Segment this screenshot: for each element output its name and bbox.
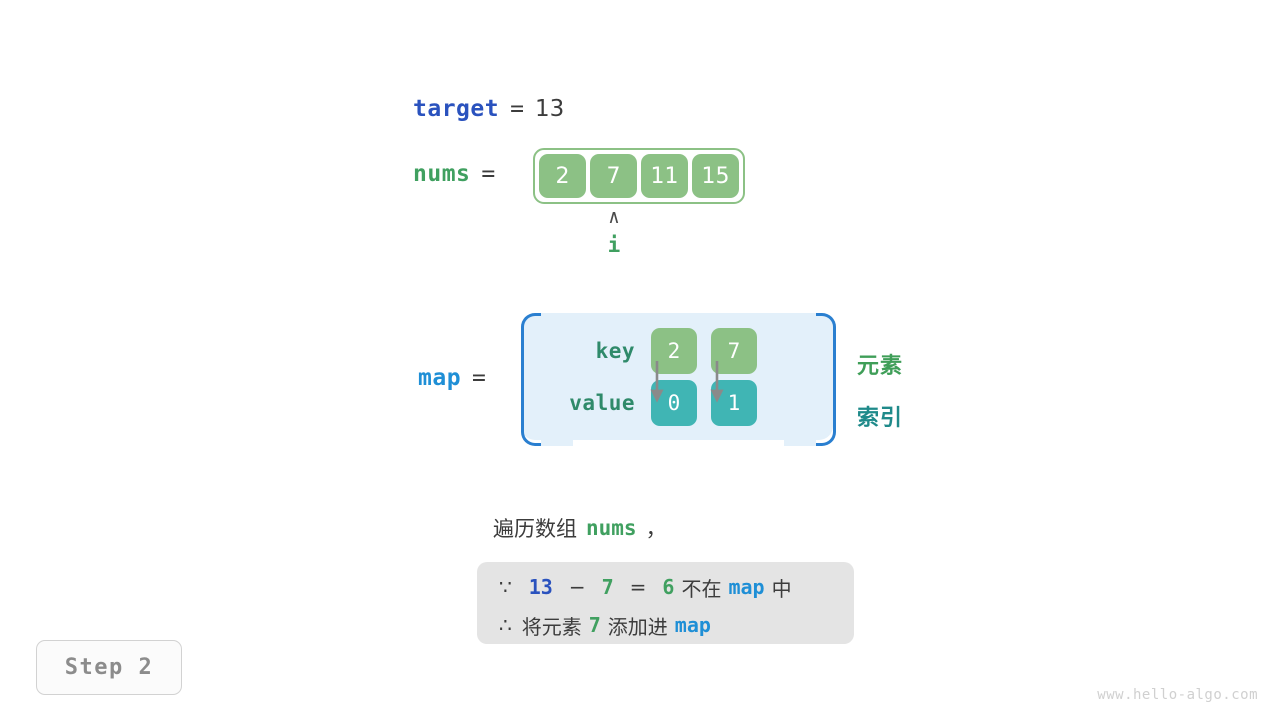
- nums-variable-label: nums: [413, 161, 471, 187]
- caret-up-icon: ∧: [608, 206, 620, 228]
- caption-code: nums: [586, 516, 637, 540]
- nums-assignment-row: nums =: [413, 158, 506, 190]
- explain-not-in-text: 不在: [681, 576, 722, 601]
- watermark: www.hello-algo.com: [1097, 687, 1258, 703]
- map-key-cells: 2 7: [651, 328, 757, 374]
- map-key-row: key 2 7: [521, 325, 833, 377]
- map-key-cell: 7: [711, 328, 757, 374]
- map-value-label: value: [569, 391, 635, 415]
- explain-add-lead-text: 将元素: [521, 614, 582, 639]
- target-equals-sign: =: [510, 96, 524, 122]
- because-symbol: ∵: [499, 575, 512, 599]
- map-rows: key 2 7 value 0 1: [521, 313, 833, 440]
- nums-array-wrapper: 2 7 11 15: [533, 148, 745, 204]
- explanation-box: ∵ 13 − 7 = 6 不在 map 中 ∴ 将元素 7 添加进 map: [477, 562, 854, 644]
- nums-array-container: 2 7 11 15: [533, 148, 745, 204]
- target-assignment-row: target = 13: [413, 92, 564, 126]
- explain-target-value: 13: [528, 575, 553, 599]
- explain-current-element: 7: [601, 575, 614, 599]
- map-assignment-row: map =: [418, 362, 497, 394]
- legend-element-label: 元素: [857, 354, 904, 379]
- target-variable-label: target: [413, 96, 500, 122]
- map-key-label: key: [595, 339, 635, 363]
- legend-index-label: 索引: [857, 406, 904, 431]
- step-badge-label: Step 2: [64, 655, 154, 680]
- caption-suffix: ，: [645, 517, 667, 541]
- nums-equals-sign: =: [481, 161, 496, 187]
- explain-minus-sign: −: [568, 575, 586, 599]
- map-legend: 元素 索引: [857, 338, 967, 442]
- caption-prefix: 遍历数组: [493, 517, 577, 541]
- map-variable-label: map: [418, 365, 462, 391]
- array-cell: 15: [692, 154, 739, 198]
- array-cell: 7: [590, 154, 637, 198]
- pointer-variable-label: i: [607, 233, 621, 257]
- map-value-cell: 1: [711, 380, 757, 426]
- map-value-cells: 0 1: [651, 380, 757, 426]
- target-value: 13: [534, 96, 565, 122]
- step-badge: Step 2: [36, 640, 182, 695]
- explain-in-tail-text: 中: [771, 576, 792, 601]
- array-cell: 2: [539, 154, 586, 198]
- explanation-line-therefore: ∴ 将元素 7 添加进 map: [499, 610, 718, 640]
- explain-added-element: 7: [588, 613, 601, 637]
- explain-complement-value: 6: [662, 575, 675, 599]
- caption-row: 遍历数组 nums ，: [493, 513, 667, 543]
- explain-add-into-text: 添加进: [607, 614, 668, 639]
- index-pointer-group: ∧ i: [586, 206, 642, 257]
- map-key-cell: 2: [651, 328, 697, 374]
- explanation-line-because: ∵ 13 − 7 = 6 不在 map 中: [499, 572, 792, 602]
- explain-map-keyword: map: [674, 613, 711, 637]
- map-value-cell: 0: [651, 380, 697, 426]
- map-value-row: value 0 1: [521, 377, 833, 429]
- array-cell: 11: [641, 154, 688, 198]
- explain-map-keyword: map: [728, 575, 765, 599]
- map-equals-sign: =: [472, 365, 486, 391]
- explain-equals-sign: =: [629, 575, 647, 599]
- therefore-symbol: ∴: [499, 613, 512, 637]
